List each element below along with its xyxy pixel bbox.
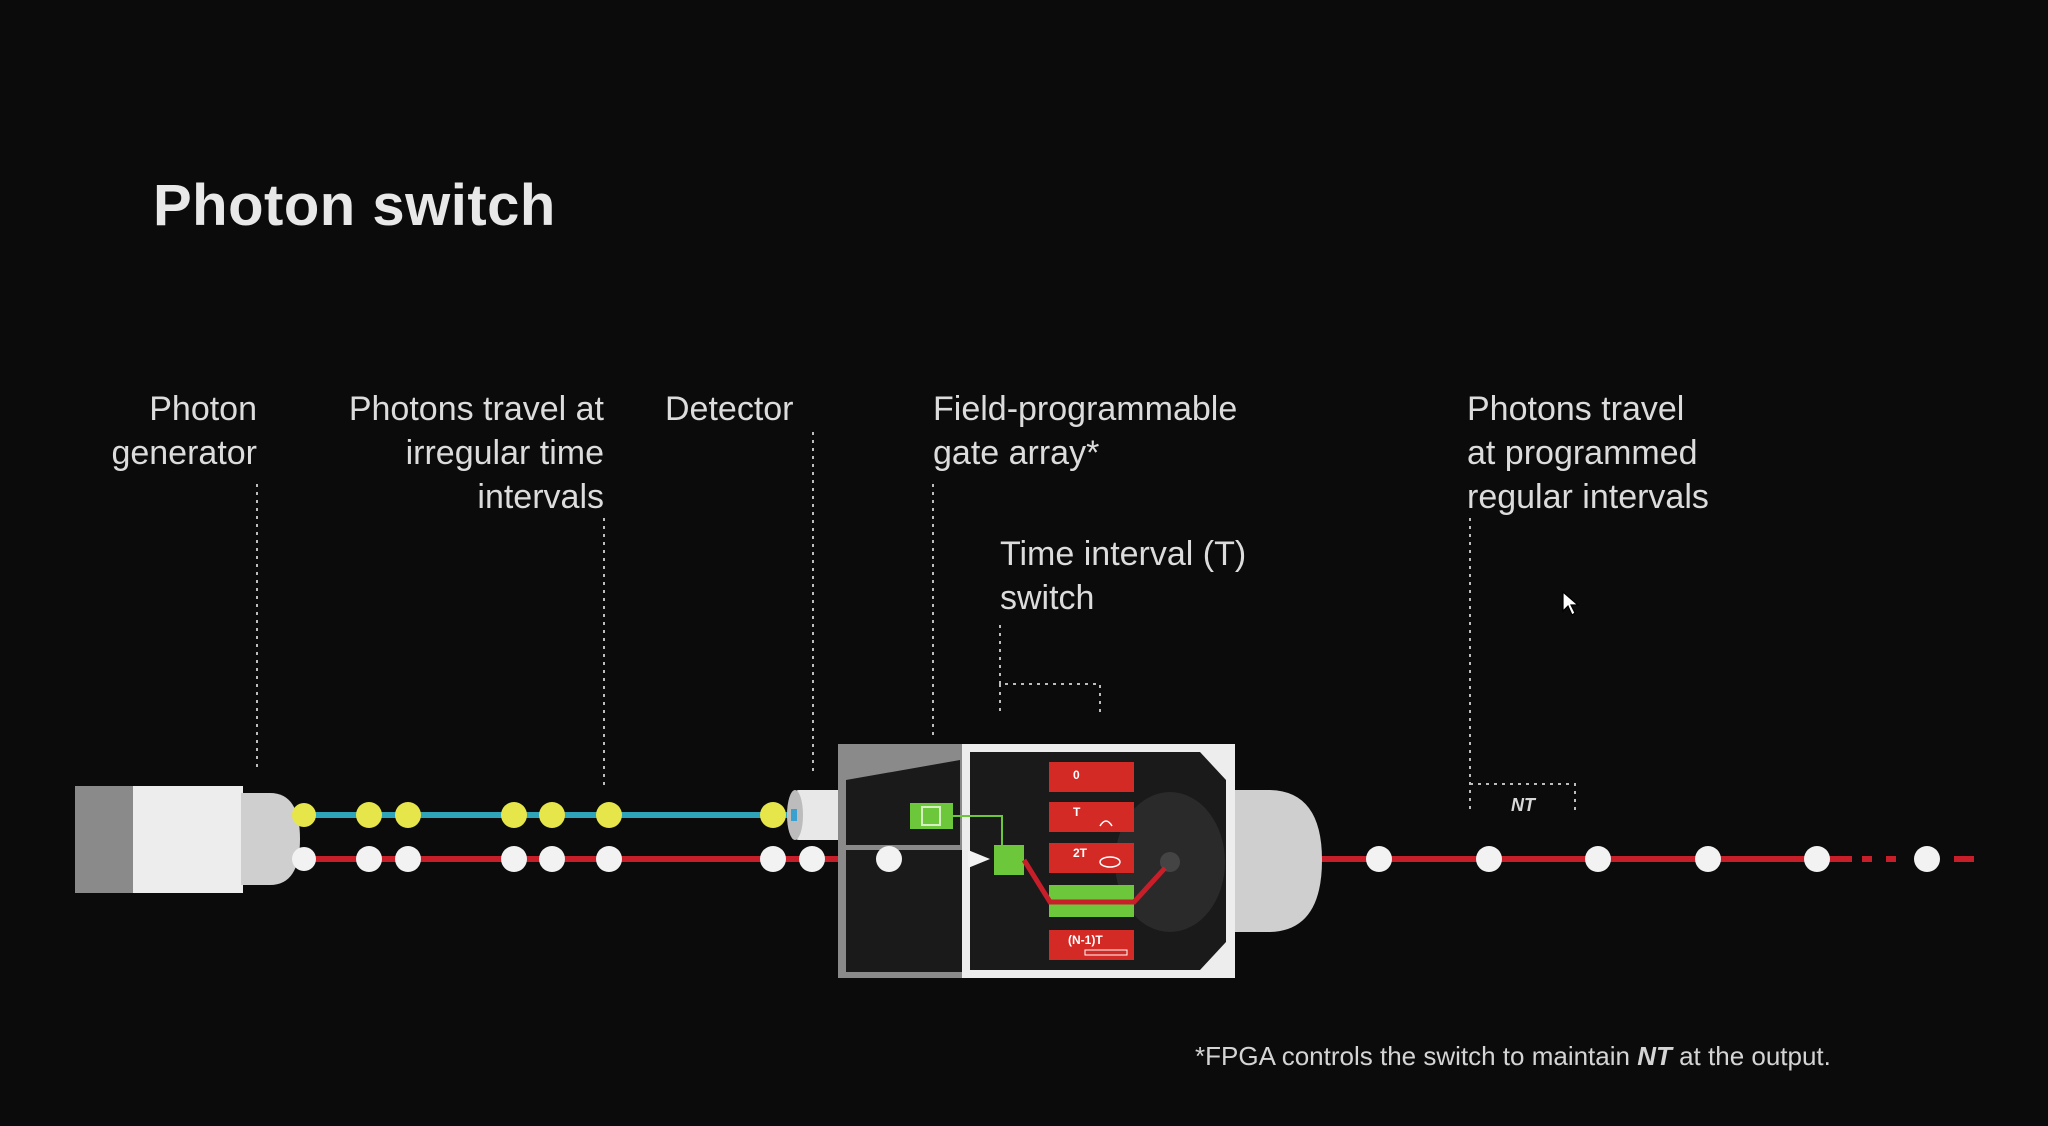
footnote-mark: * (1195, 1041, 1206, 1071)
slot-0: 0 (1049, 762, 1134, 792)
svg-text:2T: 2T (1073, 846, 1088, 860)
photon-generator (75, 786, 300, 893)
footnote-text-end: at the output. (1671, 1041, 1831, 1071)
input-photons (292, 846, 902, 872)
output-photons (1366, 846, 1940, 872)
svg-text:T: T (1073, 805, 1081, 819)
label-irregular-intervals: Photons travel at irregular time interva… (348, 390, 604, 516)
svg-text:(N-1)T: (N-1)T (1068, 933, 1103, 947)
label-fpga: Field-programmable gate array* (933, 390, 1238, 472)
slot-t: T (1049, 802, 1134, 832)
svg-text:0: 0 (1073, 768, 1080, 782)
leader-lines (256, 432, 1576, 812)
footnote-text: FPGA controls the switch to maintain (1205, 1041, 1638, 1071)
label-regular-intervals: Photons travel at programmed regular int… (1467, 390, 1709, 516)
label-time-interval-switch: Time interval (T) switch (1000, 535, 1247, 617)
slot-2t: 2T (1049, 843, 1134, 873)
footnote-emphasis: NT (1637, 1041, 1672, 1071)
switch-input (994, 845, 1024, 875)
label-photon-generator: Photon generator (111, 390, 257, 472)
label-detector: Detector (665, 390, 794, 428)
switch-route (1021, 858, 1167, 905)
slot-n-1-t: (N-1)T (1049, 930, 1134, 960)
signal-photons (292, 802, 786, 828)
nt-label: NT (1511, 795, 1537, 815)
cursor-icon (1562, 591, 1580, 616)
page-title: Photon switch (153, 173, 556, 238)
footnote: *FPGA controls the switch to maintain NT… (1195, 1041, 1831, 1072)
fpga-chip (910, 803, 1003, 845)
